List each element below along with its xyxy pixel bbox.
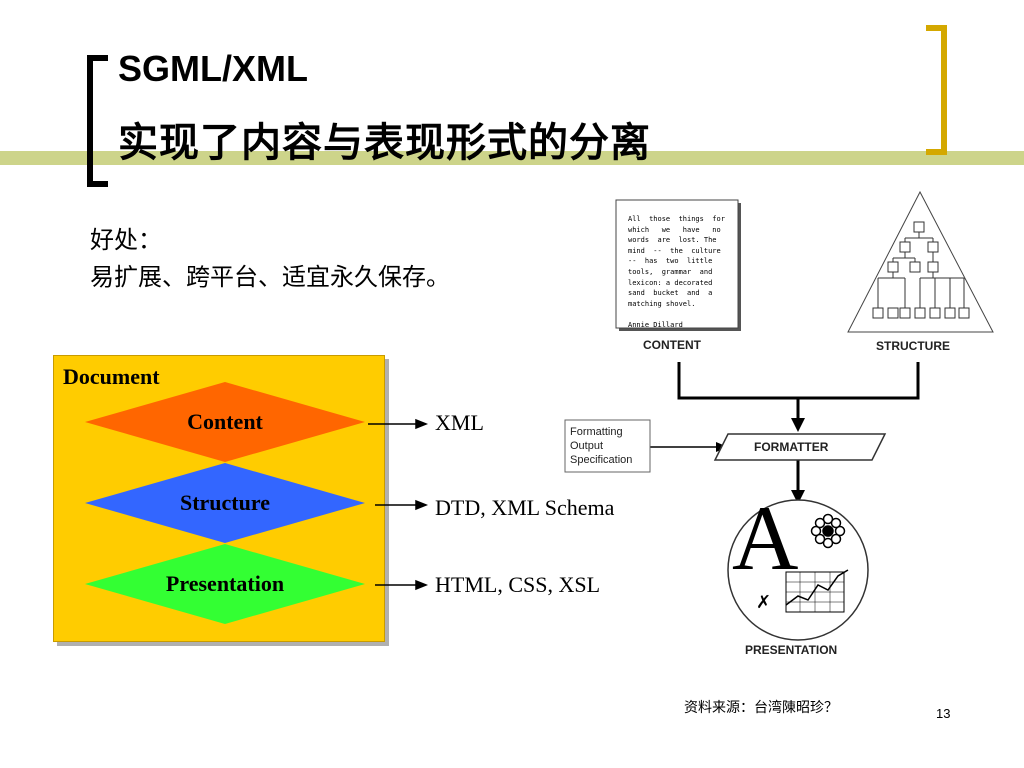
flower-icon (810, 513, 846, 549)
formatter-label: FORMATTER (754, 440, 829, 454)
mapping-arrows (368, 418, 429, 591)
content-layer-label: Content (187, 409, 263, 434)
benefit-heading: 好处： (90, 226, 162, 254)
presentation-glyph-letter: A (732, 487, 799, 589)
formatter-connectors (650, 362, 920, 490)
page-number: 13 (936, 706, 951, 721)
content-mapping-label: XML (435, 410, 484, 435)
content-layer-diamond (85, 382, 365, 462)
document-label: Document (63, 364, 160, 389)
structure-tree (872, 221, 970, 319)
spec-line: Formatting (570, 426, 623, 438)
content-page (615, 199, 739, 329)
presentation-layer-label: Presentation (165, 571, 285, 596)
content-label: CONTENT (643, 338, 701, 352)
spec-line: Output (570, 440, 604, 452)
right-bracket-decoration (926, 25, 947, 155)
chart-icon (785, 569, 849, 613)
content-poem-text: All those things for which we have no wo… (628, 215, 725, 329)
structure-mapping-label: DTD, XML Schema (435, 495, 615, 520)
presentation-arrowhead (791, 490, 805, 504)
spec-line: Specification (570, 454, 633, 466)
formatting-spec-box (564, 419, 651, 473)
source-note: 资料来源：台湾陳昭珍？ (684, 700, 838, 716)
left-bracket-decoration (87, 55, 108, 187)
title-accent-line (0, 151, 1024, 165)
structure-label: STRUCTURE (876, 339, 950, 353)
formatter-box (713, 433, 887, 461)
formatting-spec-text: Formatting Output Specification (570, 425, 632, 467)
presentation-mapping-label: HTML, CSS, XSL (435, 572, 601, 597)
presentation-x-mark: ✗ (756, 592, 772, 612)
formatter-arrowhead (791, 418, 805, 432)
presentation-label: PRESENTATION (745, 643, 838, 657)
slide-subtitle: 实现了内容与表现形式的分离 (118, 120, 651, 166)
presentation-layer-diamond (85, 544, 365, 624)
benefit-text: 易扩展、跨平台、适宜永久保存。 (90, 263, 450, 291)
structure-layer-label: Structure (179, 490, 271, 515)
structure-layer-diamond (85, 463, 365, 543)
slide-title: SGML/XML (118, 48, 308, 89)
